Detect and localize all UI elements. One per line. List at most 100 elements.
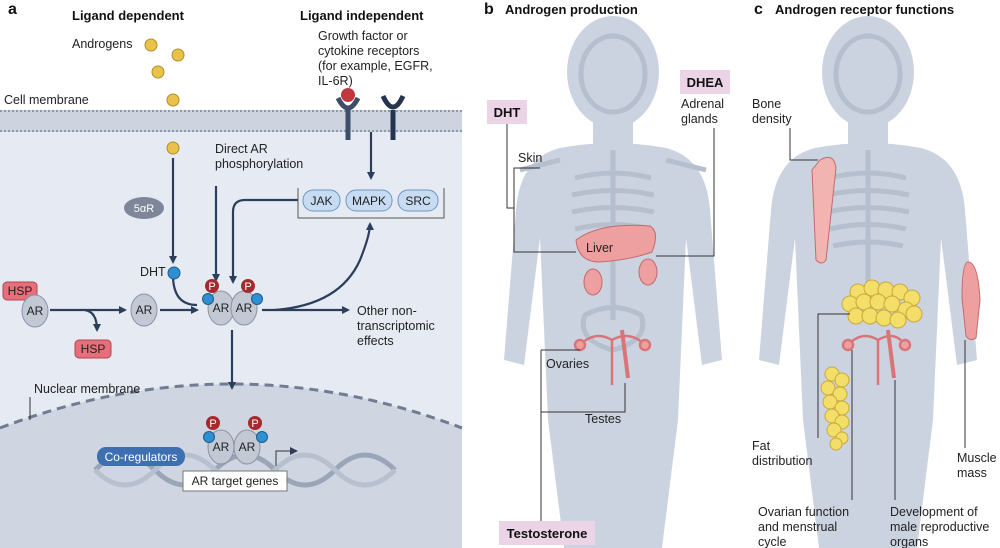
five-alpha-reductase-label: 5αR: [134, 203, 154, 215]
cytokine-receptor-red: [335, 88, 361, 140]
bone-label-2: density: [752, 112, 792, 126]
kinase-jak-label: JAK: [310, 194, 332, 208]
kinase-src-label: SRC: [405, 194, 431, 208]
direct-ar-label-2: phosphorylation: [215, 157, 303, 171]
svg-text:AR: AR: [239, 440, 256, 454]
adrenal-label-1: Adrenal: [681, 97, 724, 111]
svg-text:P: P: [251, 418, 258, 430]
other-effects-label: Other non- transcriptomic effects: [357, 304, 435, 348]
testosterone-box: [499, 521, 595, 545]
ar-free: [130, 293, 158, 327]
muscle-label-2: mass: [957, 466, 987, 480]
dht-box: [487, 100, 527, 124]
ar-monomer: [21, 294, 49, 328]
svg-text:Other non-: Other non-: [357, 304, 417, 318]
male-dev-label-3: organs: [890, 535, 928, 548]
skin-label: Skin: [518, 151, 542, 165]
svg-text:P: P: [209, 418, 216, 430]
male-dev-label-2: male reproductive: [890, 520, 989, 534]
phospho-2: [241, 279, 255, 293]
testes-label: Testes: [585, 412, 621, 426]
panel-c: c Androgen receptor functions: [752, 1, 997, 548]
svg-text:AR: AR: [236, 301, 253, 315]
target-genes-box: [182, 470, 288, 492]
reproductive-organs-c: [841, 329, 912, 385]
ligand-independent-title: Ligand independent: [300, 8, 424, 23]
forearm-muscle: [961, 261, 981, 341]
svg-text:transcriptomic: transcriptomic: [357, 319, 435, 333]
fat-abdominal: [841, 279, 923, 329]
ovarian-label-2: and menstrual: [758, 520, 837, 534]
panel-a: a Ligand dependent Ligand independent An…: [0, 1, 463, 548]
kinase-src: [397, 189, 439, 212]
dht-box-label: DHT: [494, 105, 521, 120]
testosterone-box-label: Testosterone: [507, 526, 588, 541]
panel-a-letter: a: [8, 1, 17, 18]
dhea-box-label: DHEA: [687, 75, 724, 90]
direct-ar-label-1: Direct AR: [215, 142, 268, 156]
panel-c-letter: c: [754, 1, 763, 18]
ar-dimer-cytoplasm: AR AR P P: [202, 279, 263, 326]
kinase-to-ar-arrow: [229, 198, 298, 284]
kinase-feedback-arrow: [274, 222, 374, 312]
svg-text:effects: effects: [357, 334, 394, 348]
panel-b-letter: b: [484, 1, 494, 18]
svg-text:AR: AR: [213, 440, 230, 454]
svg-text:P: P: [244, 281, 251, 293]
svg-text:cytokine receptors: cytokine receptors: [318, 44, 419, 58]
liver-label: Liver: [586, 241, 613, 255]
fat-label-1: Fat: [752, 439, 771, 453]
svg-text:(for example, EGFR,: (for example, EGFR,: [318, 59, 433, 73]
target-genes-label: AR target genes: [192, 474, 279, 488]
fat-label-2: distribution: [752, 454, 812, 468]
svg-text:Growth factor or: Growth factor or: [318, 29, 408, 43]
cytokine-receptor-navy: [380, 94, 406, 140]
dhea-box: [680, 70, 730, 94]
kinase-jak: [302, 189, 341, 212]
hsp-dissociation-arrow: [84, 308, 101, 332]
panel-c-title: Androgen receptor functions: [775, 2, 954, 17]
svg-text:AR: AR: [213, 301, 230, 315]
kidney-left: [583, 268, 603, 296]
hsp-bound: [2, 281, 38, 301]
svg-text:AR: AR: [27, 304, 44, 318]
transcription-start-arrow: [275, 447, 298, 466]
kinase-mapk-label: MAPK: [352, 194, 386, 208]
androgens-label: Androgens: [72, 37, 132, 51]
fat-thigh: [820, 366, 850, 451]
hsp-ar-complex: HSP AR: [2, 281, 49, 328]
panel-b-title: Androgen production: [505, 2, 638, 17]
five-alpha-reductase: [124, 197, 164, 219]
svg-text:HSP: HSP: [8, 284, 33, 298]
liver-organ: [575, 224, 656, 263]
leader-lines-c: [789, 128, 966, 500]
bone-label-1: Bone: [752, 97, 781, 111]
dht-molecule: [167, 266, 181, 280]
growth-factor-label: Growth factor or cytokine receptors (for…: [318, 29, 433, 88]
cell-membrane-label: Cell membrane: [4, 93, 89, 107]
phospho-1: [205, 279, 219, 293]
nuclear-membrane-label: Nuclear membrane: [34, 382, 140, 396]
kinase-group: JAK MAPK SRC: [297, 188, 445, 219]
ar-dimer-nucleus: AR AR P P: [203, 416, 268, 465]
panel-b: b Androgen production Liver: [484, 1, 730, 548]
svg-text:P: P: [208, 281, 215, 293]
svg-text:IL-6R): IL-6R): [318, 74, 353, 88]
adrenal-label-2: glands: [681, 112, 718, 126]
co-regulators-pill: [97, 447, 185, 466]
kinase-mapk: [345, 189, 393, 212]
svg-text:HSP: HSP: [81, 342, 106, 356]
dht-label: DHT: [140, 265, 166, 279]
svg-text:AR: AR: [136, 303, 153, 317]
co-regulators-label: Co-regulators: [105, 450, 178, 464]
ovarian-label-1: Ovarian function: [758, 505, 849, 519]
male-dev-label-1: Development of: [890, 505, 978, 519]
ovarian-label-3: cycle: [758, 535, 787, 548]
ovaries-label: Ovaries: [546, 357, 589, 371]
kidney-right: [638, 258, 658, 286]
humerus-bone: [811, 156, 837, 264]
nuclear-membrane-line: [0, 382, 463, 430]
hsp-released: [74, 339, 112, 359]
androgen-molecules: [144, 38, 185, 155]
